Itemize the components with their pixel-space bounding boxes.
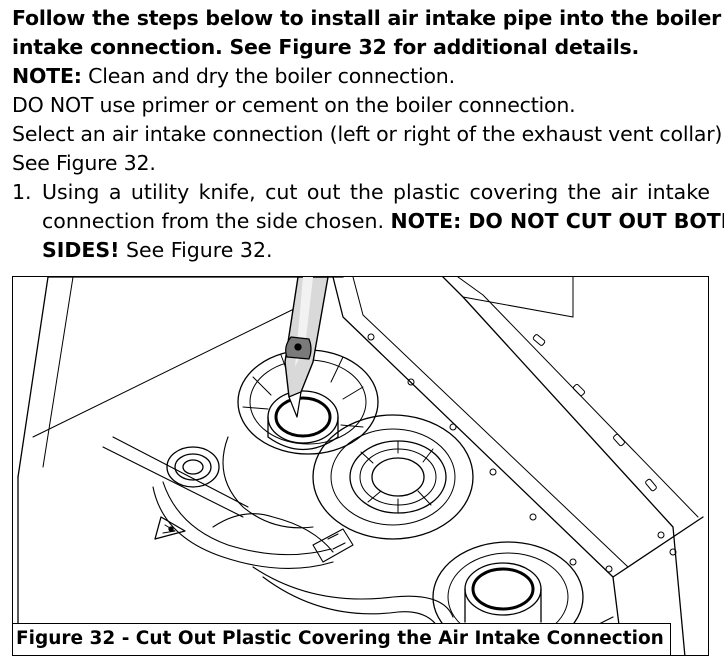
step-1-row-1: Using a utility knife, cut out the plast…: [42, 180, 710, 204]
note-label: NOTE:: [12, 64, 82, 88]
note-text: Clean and dry the boiler connection.: [81, 64, 455, 88]
instruction-text: Follow the steps below to install air in…: [12, 4, 724, 265]
boiler-utility-knife-illustration: [17, 277, 704, 655]
step-1-row-2-text: connection from the side chosen.: [42, 209, 391, 233]
figure-32: Figure 32 - Cut Out Plastic Covering the…: [12, 276, 709, 656]
step-number: 1.: [12, 180, 32, 204]
step-1-row-3-text: See Figure 32.: [119, 238, 273, 262]
heading-line-2: intake connection. See Figure 32 for add…: [12, 35, 640, 59]
step-1-row-3: SIDES! See Figure 32.: [42, 236, 710, 265]
note-clean-dry: NOTE: Clean and dry the boiler connectio…: [12, 62, 710, 91]
see-figure-line: See Figure 32.: [12, 151, 156, 175]
step-1: 1. Using a utility knife, cut out the pl…: [12, 178, 724, 265]
step-1-warning-end: SIDES!: [42, 238, 120, 262]
figure-caption: Figure 32 - Cut Out Plastic Covering the…: [13, 623, 671, 655]
step-1-warning: NOTE: DO NOT CUT OUT BOTH: [390, 209, 724, 233]
no-primer-line: DO NOT use primer or cement on the boile…: [12, 93, 576, 117]
heading-line-1: Follow the steps below to install air in…: [12, 6, 724, 30]
step-1-row-2: connection from the side chosen. NOTE: D…: [42, 207, 724, 236]
select-connection-line: Select an air intake connection (left or…: [12, 122, 724, 146]
